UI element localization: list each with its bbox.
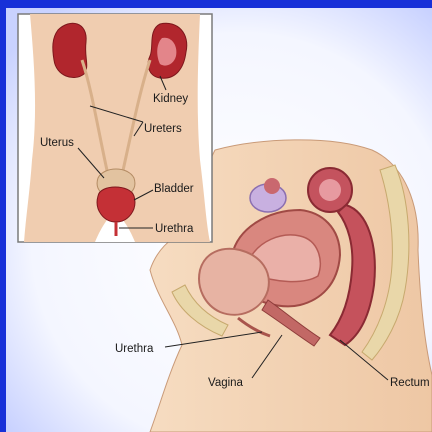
ureters-label: Ureters xyxy=(144,123,182,135)
urethra-main-label: Urethra xyxy=(115,343,154,355)
inset-bladder xyxy=(97,187,135,222)
ovary-follicle xyxy=(264,178,280,194)
rectum-label: Rectum xyxy=(390,377,430,389)
uterus-label: Uterus xyxy=(40,137,74,149)
bladder-section xyxy=(199,249,269,315)
left-kidney xyxy=(53,23,87,77)
bladder-label: Bladder xyxy=(154,183,194,195)
intestine-loop-2 xyxy=(319,179,341,201)
urethra-inset-label: Urethra xyxy=(155,223,194,235)
vagina-label: Vagina xyxy=(208,377,244,389)
kidney-label: Kidney xyxy=(153,93,188,105)
urinary-system-inset: Kidney Ureters Uterus Bladder Urethra xyxy=(18,14,212,242)
